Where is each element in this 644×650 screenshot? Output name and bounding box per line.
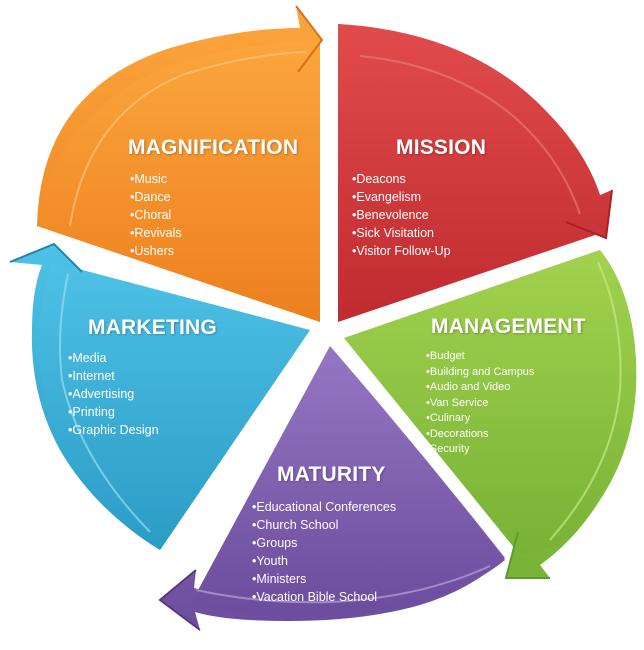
list-item: Security — [426, 442, 534, 458]
marketing-items: Media Internet Advertising Printing Grap… — [68, 349, 159, 439]
magnification-items: Music Dance Choral Revivals Ushers — [130, 170, 182, 260]
list-item: Internet — [68, 367, 159, 385]
list-item: Ministers — [252, 570, 396, 588]
list-item: Youth — [252, 552, 396, 570]
list-item: Choral — [130, 206, 182, 224]
mission-items: Deacons Evangelism Benevolence Sick Visi… — [352, 170, 451, 260]
list-item: Graphic Design — [68, 421, 158, 439]
list-item: Decorations — [426, 427, 534, 443]
list-item: Ushers — [130, 242, 182, 260]
list-item: Music — [130, 170, 182, 188]
list-item: Church School — [252, 516, 396, 534]
list-item: Dance — [130, 188, 182, 206]
list-item: Deacons — [352, 170, 451, 188]
maturity-items: Educational Conferences Church School Gr… — [252, 498, 396, 606]
list-item: Groups — [252, 534, 396, 552]
list-item: Budget — [426, 349, 534, 365]
list-item: Printing — [68, 403, 159, 421]
segment-marketing — [9, 242, 311, 550]
management-items: Budget Building and Campus Audio and Vid… — [426, 349, 535, 458]
list-item: Educational Conferences — [252, 498, 396, 516]
list-item: Revivals — [130, 224, 181, 242]
list-item: Benevolence — [352, 206, 451, 224]
list-item: Sick Visitation — [352, 224, 451, 242]
management-title: MANAGEMENT — [431, 315, 586, 338]
magnification-title: MAGNIFICATION — [128, 136, 299, 159]
list-item: Evangelism — [352, 188, 451, 206]
mission-title: MISSION — [396, 136, 487, 159]
list-item: Media — [68, 349, 159, 367]
list-item: Vacation Bible School — [252, 588, 396, 606]
maturity-title: MATURITY — [277, 463, 386, 486]
list-item: Visitor Follow-Up — [352, 242, 450, 260]
marketing-title: MARKETING — [88, 316, 217, 339]
list-item: Advertising — [68, 385, 159, 403]
list-item: Van Service — [426, 396, 534, 412]
list-item: Building and Campus — [426, 365, 535, 381]
list-item: Culinary — [426, 411, 534, 427]
list-item: Audio and Video — [426, 380, 534, 396]
